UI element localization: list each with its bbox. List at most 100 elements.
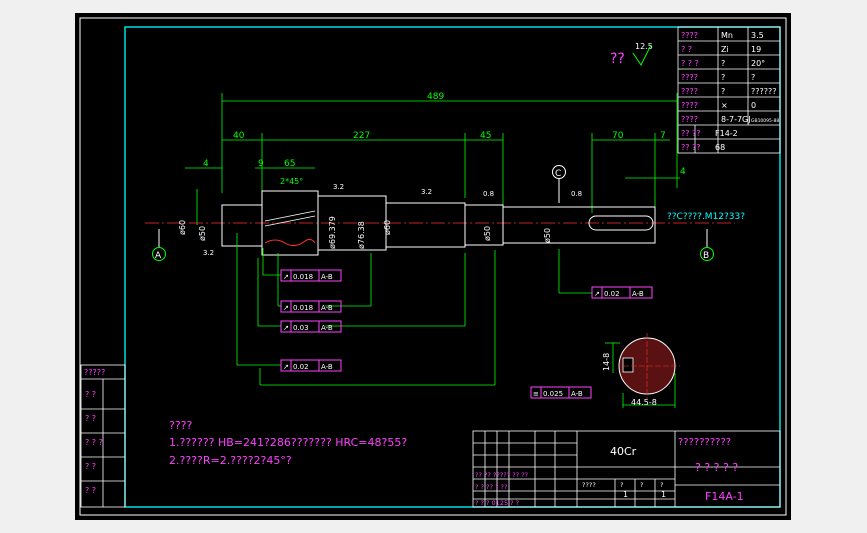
- stamp-label-1: ? ?: [85, 390, 96, 399]
- tolerance-value-2: 0.03: [293, 324, 309, 332]
- dia-60-mid: ø60: [383, 220, 392, 235]
- dim-45: 45: [480, 131, 491, 141]
- dim-9: 9: [258, 159, 264, 169]
- thread-note: ??C????.M12?33?: [667, 212, 745, 222]
- tolerance-symbol-1: ↗: [283, 304, 289, 312]
- gear-table-cell-3-0: ????: [681, 73, 698, 82]
- tb-row-2: ? ? ? 0125 ? ?: [475, 499, 519, 507]
- gear-table-cell-8-1: 68: [715, 143, 725, 152]
- tolerance-symbol-4: ↗: [594, 290, 600, 298]
- roughness-mark-1: 3.2: [421, 188, 432, 196]
- tolerance-datum-3: A-B: [321, 363, 333, 371]
- tolerance-datum-4: A-B: [632, 290, 644, 298]
- gear-table-cell-8-0: ?? ??: [681, 143, 701, 152]
- tech-title: ????: [169, 419, 193, 432]
- stamp-label-4: ? ?: [85, 462, 96, 471]
- dim-65: 65: [284, 159, 295, 169]
- roughness-mark-0: 3.2: [333, 183, 344, 191]
- svg-text:A: A: [155, 251, 162, 261]
- datum-c: C: [552, 165, 566, 203]
- scale-label: 1: [623, 490, 628, 499]
- dia-50-mid: ø50: [483, 226, 492, 241]
- tolerance-value-3: 0.02: [293, 363, 309, 371]
- gear-table-cell-3-1: ?: [721, 73, 725, 82]
- gear-table-cell-6-1: 8-7-7GJ: [721, 115, 751, 124]
- tolerance-symbol-2: ↗: [283, 324, 289, 332]
- dim-4-right: 4: [680, 167, 686, 177]
- roughness-symbol-top: [632, 44, 652, 66]
- datum-a: A: [152, 229, 166, 261]
- dia-76: ø76.38: [357, 221, 366, 249]
- gear-break-line: [264, 238, 316, 247]
- tolerance-symbol-5: ≡: [533, 390, 539, 398]
- tb-stage-2: ?: [640, 481, 643, 489]
- gear-teeth-hatch: [264, 210, 316, 227]
- sheet-label: 1: [661, 490, 666, 499]
- key-depth-label: 14-8: [602, 353, 611, 371]
- gear-table-cell-6-2: GB10095-88: [751, 118, 779, 124]
- tolerance-frame-1: ↗ 0.018 A-B: [280, 300, 342, 313]
- tolerance-value-5: 0.025: [543, 390, 563, 398]
- roughness-mark-3: 0.8: [571, 190, 582, 198]
- company-label: ??????????: [678, 437, 731, 448]
- dim-489: 489: [427, 92, 444, 102]
- dim-70: 70: [612, 131, 624, 141]
- chamfer-label: 2*45°: [280, 177, 303, 186]
- svg-text:B: B: [703, 251, 709, 261]
- title-block: [472, 430, 781, 508]
- tolerance-value-4: 0.02: [604, 290, 620, 298]
- gear-table-cell-2-2: 20°: [751, 59, 765, 68]
- dia-60-left: ø60: [178, 220, 187, 235]
- stamp-label-0: ?????: [84, 368, 105, 377]
- gear-table-cell-7-0: ?? ??: [681, 129, 701, 138]
- gear-table: [677, 26, 781, 154]
- gear-table-cell-7-1: F14-2: [715, 129, 738, 138]
- datum-b: B: [700, 229, 714, 261]
- dia-69: ø69.379: [328, 216, 337, 249]
- gear-table-cell-5-1: ×: [721, 101, 728, 110]
- tolerance-datum-5: A-B: [571, 390, 583, 398]
- dia-50-left: ø50: [198, 226, 207, 241]
- roughness-mark-2: 0.8: [483, 190, 494, 198]
- section-view: [605, 333, 680, 408]
- tolerance-datum-1: A-B: [321, 304, 333, 312]
- gear-table-cell-4-1: ?: [721, 87, 725, 96]
- tolerance-frame-4: ↗ 0.02 A-B: [591, 286, 653, 299]
- gear-table-cell-4-0: ????: [681, 87, 698, 96]
- gear-table-cell-0-1: Mn: [721, 31, 733, 40]
- outer-border: [79, 17, 787, 516]
- gear-table-cell-5-2: 0: [751, 101, 756, 110]
- tolerance-frame-3: ↗ 0.02 A-B: [280, 359, 342, 372]
- tolerance-symbol-3: ↗: [283, 363, 289, 371]
- gear-table-cell-5-0: ????: [681, 101, 698, 110]
- tolerance-symbol-0: ↗: [283, 273, 289, 281]
- shaft-outline: [221, 190, 656, 256]
- stamp-label-5: ? ?: [85, 486, 96, 495]
- gear-table-cell-3-2: ?: [751, 73, 755, 82]
- tolerance-value-0: 0.018: [293, 273, 313, 281]
- gear-table-cell-6-0: ????: [681, 115, 698, 124]
- roughness-mark-4: 3.2: [203, 249, 214, 257]
- gear-table-cell-4-2: ??????: [751, 87, 776, 96]
- dim-4-left: 4: [203, 159, 209, 169]
- left-stamp-table: [80, 364, 126, 508]
- gear-table-cell-2-0: ? ? ?: [681, 59, 699, 68]
- tech-requirements: ???? 1.?????? HB=241?286??????? HRC=48?5…: [169, 419, 407, 467]
- tolerance-frame-5: ≡ 0.025 A-B: [530, 386, 592, 399]
- stamp-label-2: ? ?: [85, 414, 96, 423]
- tolerance-leaders: [236, 233, 592, 386]
- svg-text:C: C: [555, 169, 561, 179]
- gear-table-cell-1-0: ? ?: [681, 45, 692, 54]
- gear-table-cell-1-1: Zi: [721, 45, 729, 54]
- tolerance-value-1: 0.018: [293, 304, 313, 312]
- gear-table-cell-0-2: 3.5: [751, 31, 764, 40]
- tolerance-datum-0: A-B: [321, 273, 333, 281]
- dim-227: 227: [353, 131, 370, 141]
- tolerance-frame-0: ↗ 0.018 A-B: [280, 269, 342, 282]
- tb-stage-3: ?: [660, 481, 663, 489]
- gear-table-cell-0-0: ????: [681, 31, 698, 40]
- inner-frame: [124, 26, 781, 508]
- stamp-label-3: ? ? ?: [85, 438, 103, 447]
